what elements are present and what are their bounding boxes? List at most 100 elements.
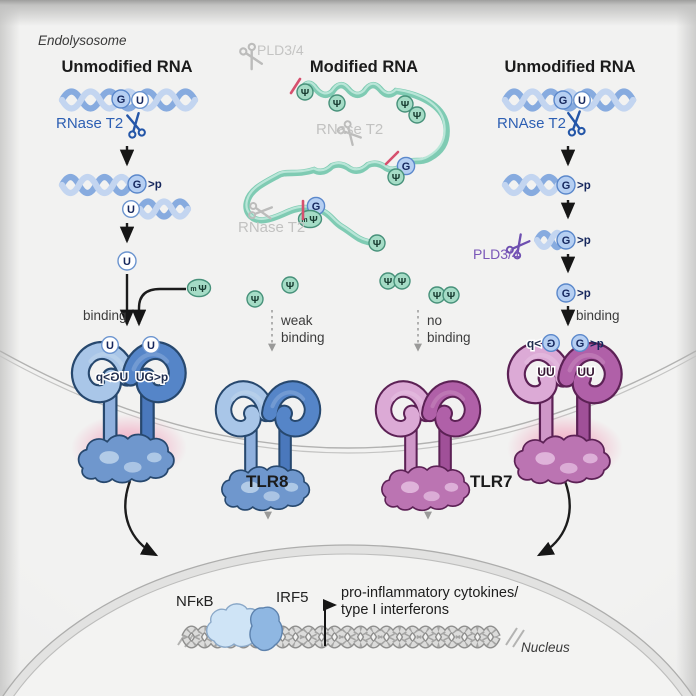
svg-text:Ψ: Ψ [392, 172, 401, 184]
svg-text:Ψ: Ψ [398, 276, 407, 288]
rna-fragment-gp-left: G >p [58, 173, 162, 197]
nt-psi: Ψ [408, 106, 426, 124]
svg-text:U: U [123, 256, 131, 268]
nt-g: G [127, 174, 147, 194]
right-column-title: Unmodified RNA [504, 58, 636, 76]
rnase-t2-left-label: RNase T2 [56, 115, 124, 132]
pld34-blocked-label: PLD3/4 [257, 42, 304, 58]
nt-g: G [556, 230, 576, 250]
rna-fragment-gp-right-1: G >p [501, 173, 591, 197]
weak-binding-label: weak binding [281, 313, 325, 345]
nt-psi: Ψ [396, 95, 414, 113]
svg-text:U: U [578, 95, 586, 107]
cytokine-output-line1: pro-inflammatory cytokines/ [341, 585, 519, 601]
nt-psi: Ψ [368, 234, 386, 252]
nt-g: G [396, 156, 416, 176]
irf5-label: IRF5 [276, 589, 309, 606]
nt-u: U [130, 90, 149, 109]
svg-text:UG>p: UG>p [96, 370, 128, 384]
svg-text:m: m [301, 217, 307, 224]
rna-unmodified-left: G U [58, 88, 199, 112]
nt-psipsi-free: Ψ Ψ [379, 272, 411, 290]
endolysosome-label: Endolysosome [38, 33, 127, 48]
nucleus-label: Nucleus [521, 640, 570, 655]
cytokine-output-label: pro-inflammatory cytokines/ type I inter… [341, 585, 518, 619]
pld34-right-label: PLD3/4 [473, 246, 520, 262]
svg-text:U: U [106, 340, 114, 352]
left-column-title: Unmodified RNA [61, 58, 193, 76]
nt-psi: Ψ [328, 94, 346, 112]
nt-g: G [556, 175, 576, 195]
rna-unmodified-right: G U [501, 88, 637, 112]
nt-u-free: U [117, 251, 137, 271]
svg-text:UU: UU [537, 365, 554, 379]
rnase-t2-mid-lower-label: RNase T2 [238, 219, 306, 236]
binding-right-label: binding [576, 308, 620, 323]
svg-text:UU: UU [577, 365, 594, 379]
svg-text:>p: >p [577, 288, 591, 300]
svg-text:Ψ: Ψ [401, 99, 410, 111]
no-binding-label: no binding [427, 313, 471, 345]
svg-text:G: G [559, 95, 568, 107]
inhibition-mark [384, 150, 400, 166]
nt-psi: Ψ [387, 168, 405, 186]
svg-text:G: G [117, 94, 126, 106]
arrow-tlr7-signal [536, 480, 571, 557]
nt-psi-free: Ψ [281, 276, 299, 294]
svg-text:>p: >p [590, 339, 604, 351]
rnase-t2-mid-upper-label: RNase T2 [316, 121, 384, 138]
arrow-tlr8-signal [124, 480, 159, 557]
svg-text:Ψ: Ψ [433, 290, 442, 302]
svg-text:G: G [402, 161, 411, 173]
svg-text:G: G [562, 180, 571, 192]
rna-fragment-gp-right-2: G >p [534, 229, 591, 251]
tlr8-bound-u-sites: U U UG>p UG>p [94, 336, 170, 386]
nt-mpsi-free: m Ψ [186, 278, 212, 298]
nucleus [2, 544, 694, 696]
arrow-mpsi-binding [131, 287, 186, 327]
rnase-t2-right-label: RNAse T2 [497, 115, 566, 132]
tlr7-label: TLR7 [470, 472, 513, 491]
svg-text:U: U [136, 95, 144, 107]
middle-column-title: Modified RNA [309, 58, 419, 76]
svg-text:>p: >p [577, 235, 591, 247]
svg-text:Ψ: Ψ [384, 276, 393, 288]
rna-modified: Ψ Ψ Ψ Ψ G Ψ G m Ψ Ψ [243, 80, 450, 252]
nt-u: U [573, 90, 592, 109]
tlr7-receptor-no-binding [381, 389, 473, 511]
svg-text:Ψ: Ψ [286, 280, 295, 292]
svg-text:Ψ: Ψ [413, 110, 422, 122]
svg-text:U: U [147, 340, 155, 352]
svg-text:m: m [190, 286, 196, 293]
svg-text:G: G [562, 288, 571, 300]
svg-text:UG>p: UG>p [136, 370, 168, 384]
svg-text:q<: q< [527, 337, 541, 351]
svg-text:Ψ: Ψ [309, 214, 318, 226]
svg-text:Ψ: Ψ [251, 294, 260, 306]
svg-text:Ψ: Ψ [198, 283, 207, 295]
binding-left-label: binding [83, 308, 127, 323]
svg-text:G: G [133, 179, 142, 191]
nt-g: G [553, 90, 573, 110]
svg-text:Ψ: Ψ [447, 290, 456, 302]
scissors-icon-rnase-right [564, 110, 587, 138]
svg-text:>p: >p [577, 180, 591, 192]
cytokine-output-line2: type I interferons [341, 602, 449, 619]
transcription-arrow [323, 599, 337, 646]
svg-text:Ψ: Ψ [301, 87, 310, 99]
tlr8-label: TLR8 [246, 472, 289, 491]
nt-g: G [111, 89, 131, 109]
nt-psipsi-free: Ψ Ψ [428, 286, 460, 304]
tlr7-bound-sites: q< G G >p UU UU [525, 334, 604, 381]
nt-u: U [121, 199, 140, 218]
rna-fragment-u-left: U [121, 198, 192, 220]
scissors-icon-rnase-left [124, 111, 147, 140]
nt-psi-free: Ψ [246, 290, 264, 308]
svg-text:G: G [576, 338, 585, 350]
svg-text:Ψ: Ψ [333, 98, 342, 110]
tlr8-receptor-weak-binding [221, 389, 313, 511]
svg-text:G: G [562, 235, 571, 247]
nt-psi: Ψ [296, 83, 314, 101]
irf5-protein [249, 606, 283, 652]
